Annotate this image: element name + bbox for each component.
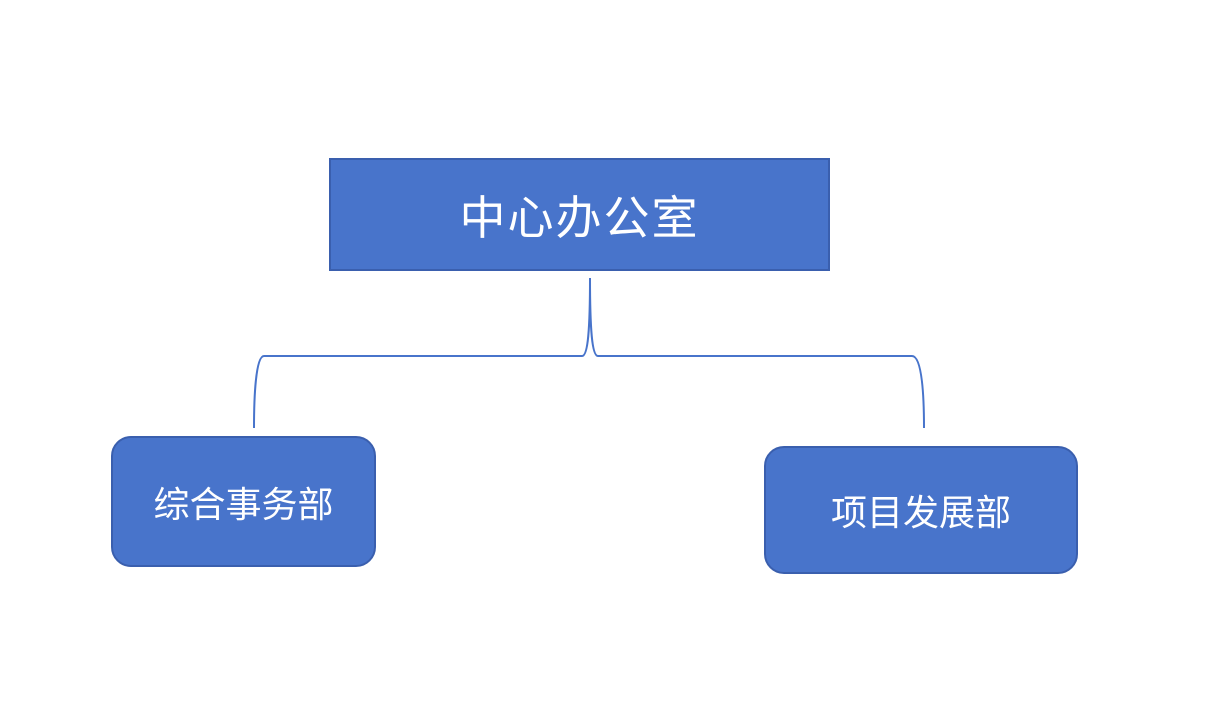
root-node-box: 中心办公室: [329, 158, 830, 271]
child-node-label-left: 综合事务部: [153, 484, 334, 526]
child-node-box-right: 项目发展部: [764, 446, 1078, 574]
brace-connector-path: [253, 277, 925, 429]
child-node-label-right: 项目发展部: [830, 493, 1011, 534]
child-node-box-left: 综合事务部: [111, 436, 376, 567]
root-node-label: 中心办公室: [459, 190, 700, 245]
